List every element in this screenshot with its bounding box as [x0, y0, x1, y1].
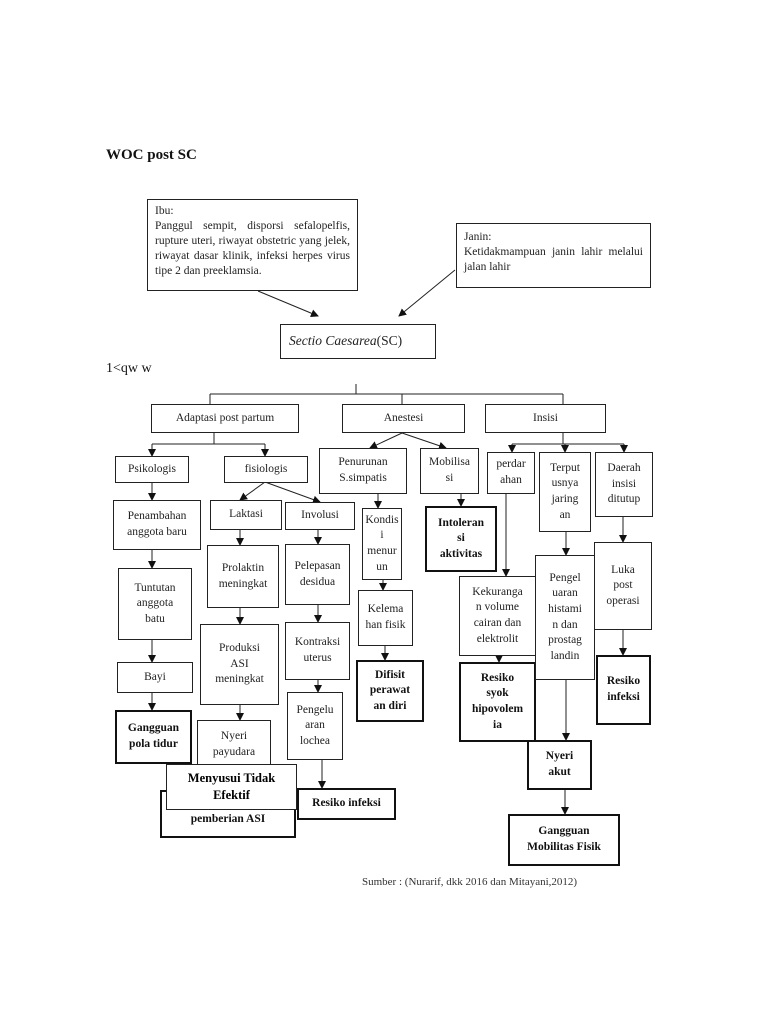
node-luka-post-operasi: Luka post operasi — [594, 542, 652, 630]
node-fisiologis: fisiologis — [224, 456, 308, 483]
cause-janin-label: Janin: — [464, 231, 492, 243]
page-title: WOC post SC — [106, 147, 197, 163]
node-gangguan-mobilitas-fisik: Gangguan Mobilitas Fisik — [508, 814, 620, 866]
node-anestesi: Anestesi — [342, 404, 465, 433]
sc-suffix: (SC) — [376, 333, 403, 349]
node-daerah-insisi-ditutup: Daerah insisi ditutup — [595, 452, 653, 517]
cause-box-ibu: Ibu: Panggul sempit, disporsi sefalopelf… — [147, 199, 358, 291]
source-citation: Sumber : (Nurarif, dkk 2016 dan Mitayani… — [362, 876, 578, 888]
node-involusi: Involusi — [285, 502, 355, 530]
cause-janin-text: Ketidakmampuan janin lahir melalui jalan… — [464, 245, 643, 273]
node-resiko-syok-hipovolemia: Resiko syok hipovolem ia — [459, 662, 536, 742]
node-psikologis: Psikologis — [115, 456, 189, 483]
node-penurunan-simpatis: Penurunan S.simpatis — [319, 448, 407, 494]
node-kondisi-menurun: Kondis i menur un — [362, 508, 402, 580]
node-resiko-infeksi-1: Resiko infeksi — [297, 788, 396, 820]
node-nyeri-payudara: Nyeri payudara — [197, 720, 271, 770]
node-pelepasan-desidua: Pelepasan desidua — [285, 544, 350, 605]
sectio-caesarea-box: Sectio Caesarea(SC) — [280, 324, 436, 359]
cause-ibu-text: Panggul sempit, disporsi sefalopelfis, r… — [155, 219, 350, 277]
node-kontraksi-uterus: Kontraksi uterus — [285, 622, 350, 680]
node-perdarahan: perdar ahan — [487, 452, 535, 494]
node-bayi: Bayi — [117, 662, 193, 693]
node-kekurangan-volume-cairan: Kekuranga n volume cairan dan elektrolit — [459, 576, 536, 656]
sc-italic: Sectio Caesarea — [289, 333, 377, 349]
node-prolaktin-meningkat: Prolaktin meningkat — [207, 545, 279, 608]
node-mobilisasi: Mobilisa si — [420, 448, 479, 494]
node-penambahan-anggota-baru: Penambahan anggota baru — [113, 500, 201, 550]
cause-box-janin: Janin: Ketidakmampuan janin lahir melalu… — [456, 223, 651, 288]
node-terputusnya-jaringan: Terput usnya jaring an — [539, 452, 591, 532]
node-insisi: Insisi — [485, 404, 606, 433]
node-resiko-infeksi-2: Resiko infeksi — [596, 655, 651, 725]
stray-text: 1<qw w — [106, 361, 152, 376]
cause-ibu-label: Ibu: — [155, 205, 174, 217]
node-produksi-asi-meningkat: Produksi ASI meningkat — [200, 624, 279, 705]
node-menyusui-tidak-efektif: Menyusui Tidak Efektif — [166, 764, 297, 810]
node-laktasi: Laktasi — [210, 500, 282, 530]
node-pengeluaran-histamin: Pengel uaran histami n dan prostag landi… — [535, 555, 595, 680]
node-gangguan-pola-tidur: Gangguan pola tidur — [115, 710, 192, 764]
node-nyeri-akut: Nyeri akut — [527, 740, 592, 790]
node-kelemahan-fisik: Kelema han fisik — [358, 590, 413, 646]
node-tuntutan-anggota-baru: Tuntutan anggota batu — [118, 568, 192, 640]
node-defisit-perawatan-diri: Difisit perawat an diri — [356, 660, 424, 722]
node-adaptasi-post-partum: Adaptasi post partum — [151, 404, 299, 433]
node-pengeluaran-lochea: Pengelu aran lochea — [287, 692, 343, 760]
node-intoleransi-aktivitas: Intoleran si aktivitas — [425, 506, 497, 572]
